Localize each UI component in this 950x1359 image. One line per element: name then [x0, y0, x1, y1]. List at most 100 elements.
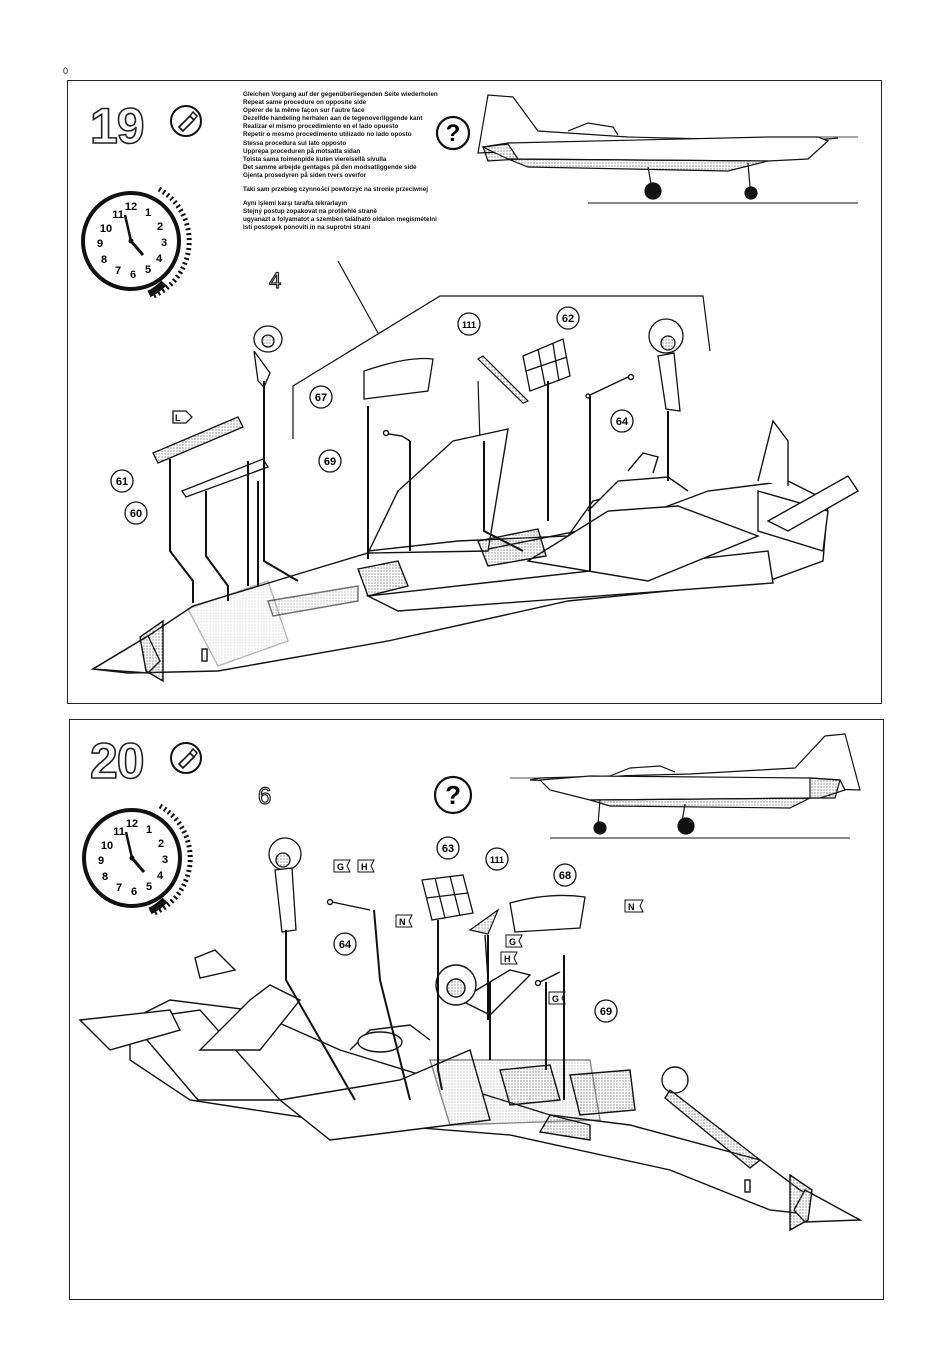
- part-69-label: 69: [318, 449, 342, 473]
- svg-text:62: 62: [562, 313, 574, 325]
- question-mark-icon: ?: [433, 775, 473, 815]
- svg-text:6: 6: [130, 269, 136, 281]
- svg-text:60: 60: [130, 508, 142, 520]
- svg-text:2: 2: [157, 221, 163, 233]
- main-wheel-part: [268, 837, 302, 933]
- flag-g-1: G: [333, 859, 351, 873]
- assembly-lines: [285, 909, 565, 1101]
- part-group-number: 6: [258, 783, 271, 810]
- part-callouts: 63 111 68 64 69: [333, 836, 618, 1023]
- svg-text:64: 64: [616, 416, 629, 428]
- aircraft-assembly: [78, 949, 863, 1232]
- part-64-label: 64: [610, 409, 634, 433]
- step-19-panel: 19 Gleichen Vorgang auf der gegenüberlie…: [67, 80, 882, 704]
- flag-h-1: H: [357, 859, 375, 873]
- nose-wheel-installed: [661, 1066, 762, 1169]
- svg-text:?: ?: [446, 120, 461, 147]
- grille-part-63: [421, 874, 474, 921]
- svg-text:G: G: [509, 937, 516, 947]
- aircraft-assembly: [90, 419, 859, 683]
- aircraft-side-view: [477, 94, 858, 204]
- svg-text:4: 4: [157, 870, 164, 882]
- svg-text:2: 2: [158, 838, 164, 850]
- svg-text:67: 67: [315, 392, 327, 404]
- flap-part-67: [363, 357, 434, 400]
- svg-text:10: 10: [101, 840, 113, 852]
- svg-text:12: 12: [125, 201, 137, 213]
- clock-icon: 12 1 2 3 4 5 6 7 8 9 10 11: [81, 186, 192, 300]
- svg-text:H: H: [504, 954, 511, 964]
- part-63-label: 63: [436, 836, 460, 860]
- part-68-label: 68: [553, 863, 577, 887]
- part-callouts: 111 62 67 69 64 61 60: [110, 306, 634, 525]
- svg-text:63: 63: [442, 843, 454, 855]
- aircraft-side-view: [510, 733, 861, 839]
- part-group-number: 4: [269, 268, 281, 293]
- svg-text:?: ?: [445, 780, 461, 810]
- svg-text:1: 1: [145, 207, 151, 219]
- svg-text:61: 61: [116, 476, 128, 488]
- svg-text:11: 11: [113, 826, 125, 838]
- strut-part-64: [326, 898, 371, 911]
- glue-tube-icon: [170, 105, 202, 137]
- svg-text:64: 64: [339, 939, 352, 951]
- svg-text:N: N: [399, 917, 406, 927]
- page-number: 0: [63, 66, 69, 76]
- main-wheel-part: [253, 325, 283, 389]
- instruction-text: Gleichen Vorgang auf der gegenüberliegen…: [243, 91, 438, 232]
- svg-text:H: H: [361, 862, 368, 872]
- clock-icon: 12 1 2 3 4 5 6 7 8 9 10 11: [82, 803, 193, 917]
- svg-text:5: 5: [145, 264, 151, 276]
- svg-text:5: 5: [146, 881, 152, 893]
- callout-box: [292, 260, 711, 439]
- svg-text:111: 111: [490, 855, 504, 865]
- antenna-clear-part: [468, 908, 500, 935]
- part-60-label: 60: [124, 501, 148, 525]
- antenna-clear-part: [477, 355, 530, 442]
- decal-flags: G H N N G H G: [333, 859, 644, 1005]
- fuselage-strake-parts: L: [152, 410, 269, 498]
- step-number: 20: [89, 733, 145, 789]
- svg-text:11: 11: [112, 209, 124, 221]
- part-64-label: 64: [333, 932, 357, 956]
- flag-g-2: G: [505, 934, 523, 948]
- svg-text:12: 12: [126, 818, 138, 830]
- svg-text:9: 9: [98, 855, 104, 867]
- part-67-label: 67: [309, 385, 333, 409]
- svg-text:69: 69: [324, 456, 336, 468]
- svg-text:6: 6: [131, 886, 137, 898]
- question-mark-icon: ?: [435, 115, 471, 151]
- svg-text:8: 8: [101, 254, 107, 266]
- svg-text:G: G: [552, 994, 559, 1004]
- flap-part-68: [509, 894, 586, 933]
- svg-text:3: 3: [162, 854, 168, 866]
- svg-text:4: 4: [156, 253, 163, 265]
- step-19-diagram: ? 12 1 2 3 4 5 6 7 8 9 10 11: [81, 94, 859, 683]
- strut-part-69: [382, 429, 411, 442]
- svg-text:111: 111: [462, 320, 476, 330]
- nose-wheel-part: [648, 318, 684, 412]
- part-111-label: 111: [457, 312, 481, 336]
- svg-text:N: N: [628, 902, 635, 912]
- svg-text:3: 3: [161, 237, 167, 249]
- glue-tube-icon: [170, 742, 202, 774]
- svg-text:1: 1: [146, 824, 152, 836]
- assembly-lines: [169, 381, 669, 603]
- step-20-panel: 20 ? 12 1 2 3 4 5 6: [69, 719, 884, 1300]
- part-111-label: 111: [485, 847, 509, 871]
- flag-n-1: N: [395, 914, 413, 928]
- svg-text:7: 7: [116, 882, 122, 894]
- svg-text:68: 68: [559, 870, 571, 882]
- part-62-label: 62: [556, 306, 580, 330]
- svg-text:10: 10: [100, 223, 112, 235]
- flag-h-2: H: [500, 951, 518, 965]
- flag-n-2: N: [624, 899, 644, 913]
- svg-text:69: 69: [600, 1006, 612, 1018]
- svg-text:G: G: [337, 862, 344, 872]
- svg-text:8: 8: [102, 871, 108, 883]
- grille-part-62: [522, 338, 571, 392]
- part-61-label: 61: [110, 469, 134, 493]
- strut-part-64: [585, 373, 635, 399]
- svg-text:L: L: [175, 413, 181, 423]
- part-69-label: 69: [594, 999, 618, 1023]
